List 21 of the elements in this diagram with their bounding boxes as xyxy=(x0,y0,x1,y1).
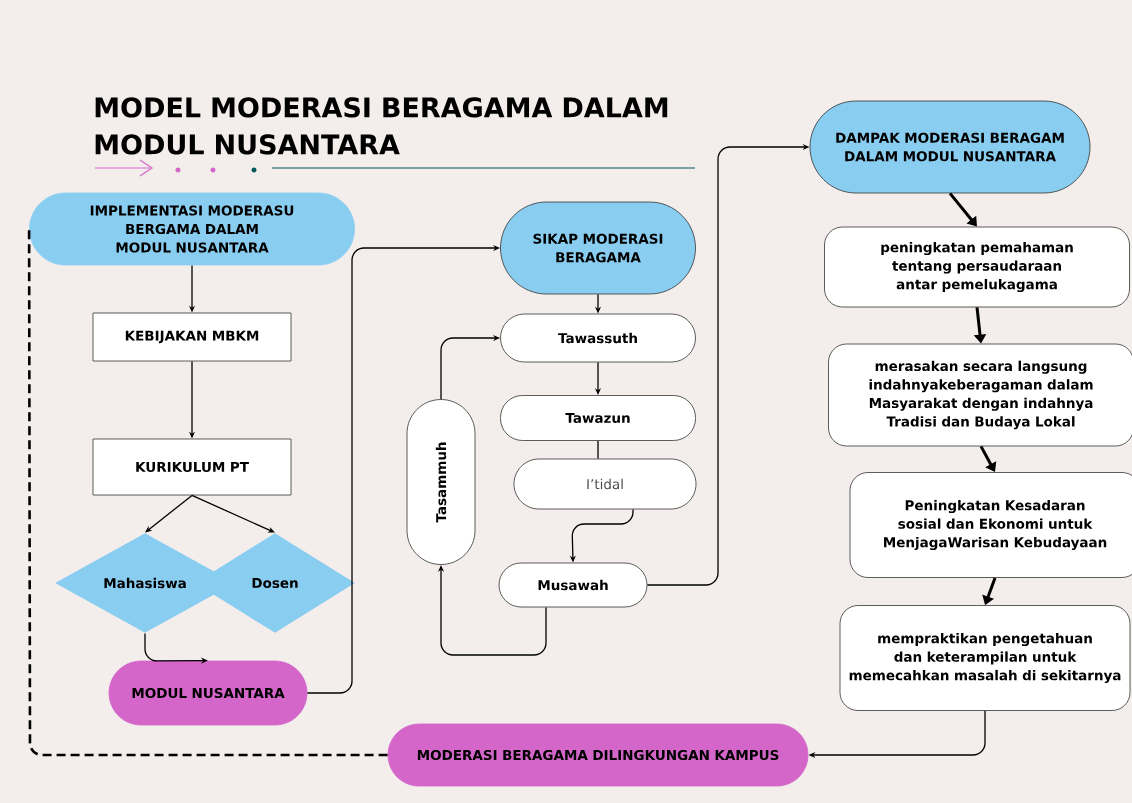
process-box: KURIKULUM PT xyxy=(92,438,292,496)
process-box: KEBIJAKAN MBKM xyxy=(92,312,292,362)
process-pill: Tawassuth xyxy=(500,313,696,363)
arrow xyxy=(145,494,193,533)
result-box: mempraktikan pengetahuan dan keterampilan untuk memecahkan masalah di sekitarnya xyxy=(839,605,1131,711)
result-pill: DAMPAK MODERASI BERAGAM DALAM MODUL NUSANTARA xyxy=(809,100,1091,194)
terminal-pill: MODERASI BERAGAMA DILINGKUNGAN KAMPUS xyxy=(387,723,809,787)
title: MODEL MODERASI BERAGAMA DALAM MODUL NUSANTARA xyxy=(95,97,668,155)
start-pill: IMPLEMENTASI MODERASU BERGAMA DALAM MODUL NUSANTARA xyxy=(29,192,355,266)
arrow xyxy=(948,192,977,227)
result-box: Peningkatan Kesadaran sosial dan Ekonomi untuk MenjagaWarisan Kebudayaan xyxy=(849,472,1132,578)
process-pill: Tawazun xyxy=(500,395,696,441)
arrow xyxy=(191,494,275,533)
process-pill: I’tidal xyxy=(513,458,697,510)
process-pill: Tasammuh xyxy=(406,399,476,565)
process-pill: Musawah xyxy=(498,562,648,608)
connector-line xyxy=(597,440,599,460)
terminal-pill: MODUL NUSANTARA xyxy=(108,660,308,726)
dashed-connector xyxy=(27,229,388,757)
result-box: peningkatan pemahaman tentang persaudaraan antar pemelukagama xyxy=(824,226,1130,308)
result-box: merasakan secara langsung indahnyakeberagaman dalam Masyarakat dengan indahnya Tradisi dan Budaya Lokal xyxy=(828,343,1132,447)
